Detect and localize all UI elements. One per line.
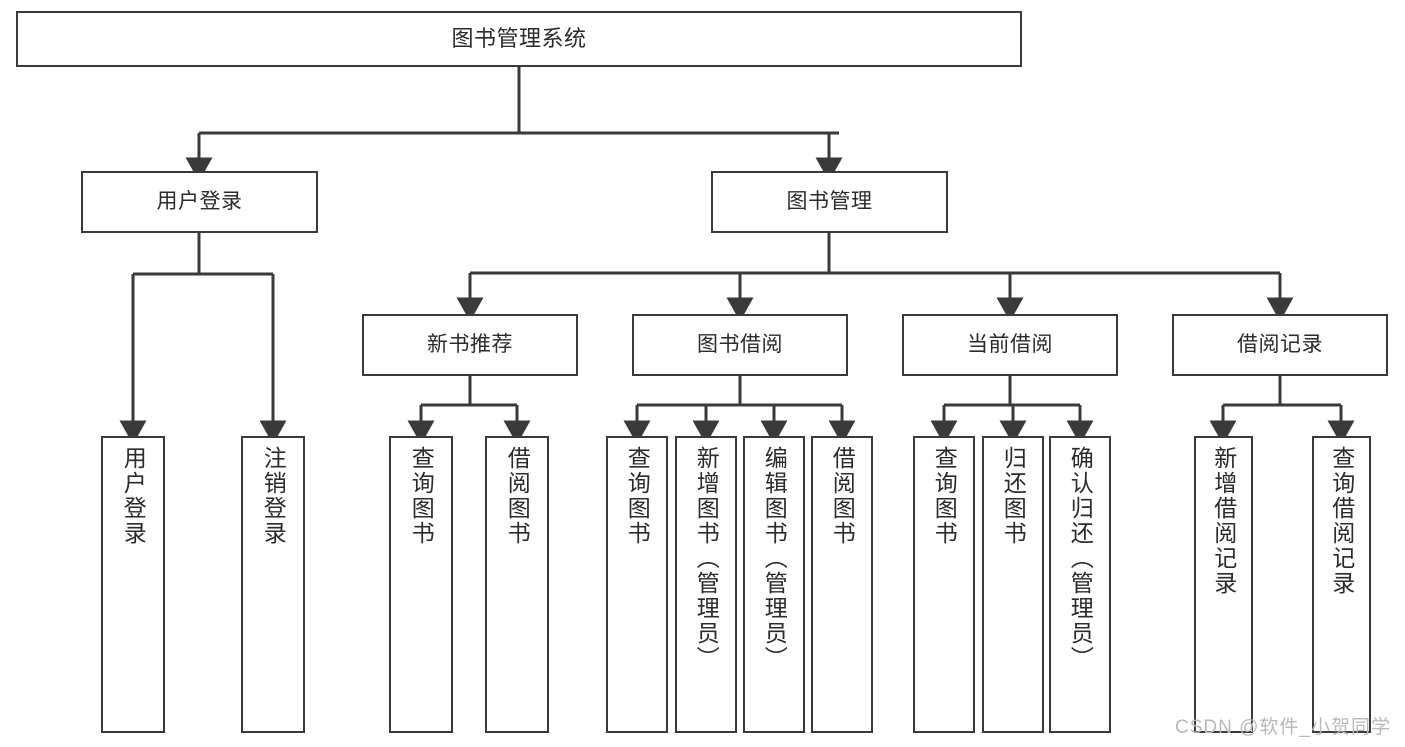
leaf-user-login[interactable]: 用户登录 bbox=[101, 436, 165, 733]
node-new-book-recommend[interactable]: 新书推荐 bbox=[362, 314, 578, 376]
leaf-add-borrow-record[interactable]: 新增借阅记录 bbox=[1194, 436, 1253, 733]
node-label: 查询图书 bbox=[408, 446, 435, 546]
leaf-edit-book-admin[interactable]: 编辑图书（管理员） bbox=[743, 436, 805, 733]
leaf-query-book-borrow[interactable]: 查询图书 bbox=[606, 436, 668, 733]
node-label: 用户登录 bbox=[120, 446, 147, 546]
node-book-manage[interactable]: 图书管理 bbox=[711, 171, 948, 233]
node-label: 图书管理 bbox=[786, 189, 873, 213]
node-label: 新增图书（管理员） bbox=[693, 446, 720, 671]
node-root-book-management-system[interactable]: 图书管理系统 bbox=[16, 11, 1022, 67]
node-label: 图书借阅 bbox=[697, 332, 783, 356]
node-label: 借阅图书 bbox=[829, 446, 856, 546]
leaf-borrow-book-recommend[interactable]: 借阅图书 bbox=[485, 436, 549, 733]
leaf-query-borrow-record[interactable]: 查询借阅记录 bbox=[1312, 436, 1371, 733]
leaf-logout-login[interactable]: 注销登录 bbox=[241, 436, 305, 733]
node-label: 归还图书 bbox=[1000, 446, 1027, 546]
node-label: 新增借阅记录 bbox=[1210, 446, 1237, 596]
leaf-add-book-admin[interactable]: 新增图书（管理员） bbox=[675, 436, 737, 733]
node-label: 借阅记录 bbox=[1237, 332, 1323, 356]
node-label: 查询图书 bbox=[931, 446, 958, 546]
node-label: 查询借阅记录 bbox=[1328, 446, 1355, 596]
node-current-borrow[interactable]: 当前借阅 bbox=[902, 314, 1118, 376]
leaf-query-book-current[interactable]: 查询图书 bbox=[913, 436, 975, 733]
node-label: 用户登录 bbox=[156, 189, 243, 213]
node-label: 图书管理系统 bbox=[451, 26, 587, 52]
leaf-confirm-return-admin[interactable]: 确认归还（管理员） bbox=[1049, 436, 1111, 733]
leaf-query-book-recommend[interactable]: 查询图书 bbox=[389, 436, 453, 733]
node-label: 借阅图书 bbox=[504, 446, 531, 546]
node-user-login[interactable]: 用户登录 bbox=[81, 171, 318, 233]
node-label: 新书推荐 bbox=[427, 332, 513, 356]
node-label: 查询图书 bbox=[624, 446, 651, 546]
node-label: 确认归还（管理员） bbox=[1067, 446, 1094, 671]
node-label: 当前借阅 bbox=[967, 332, 1053, 356]
node-book-borrow[interactable]: 图书借阅 bbox=[632, 314, 848, 376]
leaf-borrow-book-borrow[interactable]: 借阅图书 bbox=[811, 436, 873, 733]
leaf-return-book[interactable]: 归还图书 bbox=[982, 436, 1044, 733]
node-label: 编辑图书（管理员） bbox=[761, 446, 788, 671]
node-label: 注销登录 bbox=[260, 446, 287, 546]
node-borrow-record[interactable]: 借阅记录 bbox=[1172, 314, 1388, 376]
